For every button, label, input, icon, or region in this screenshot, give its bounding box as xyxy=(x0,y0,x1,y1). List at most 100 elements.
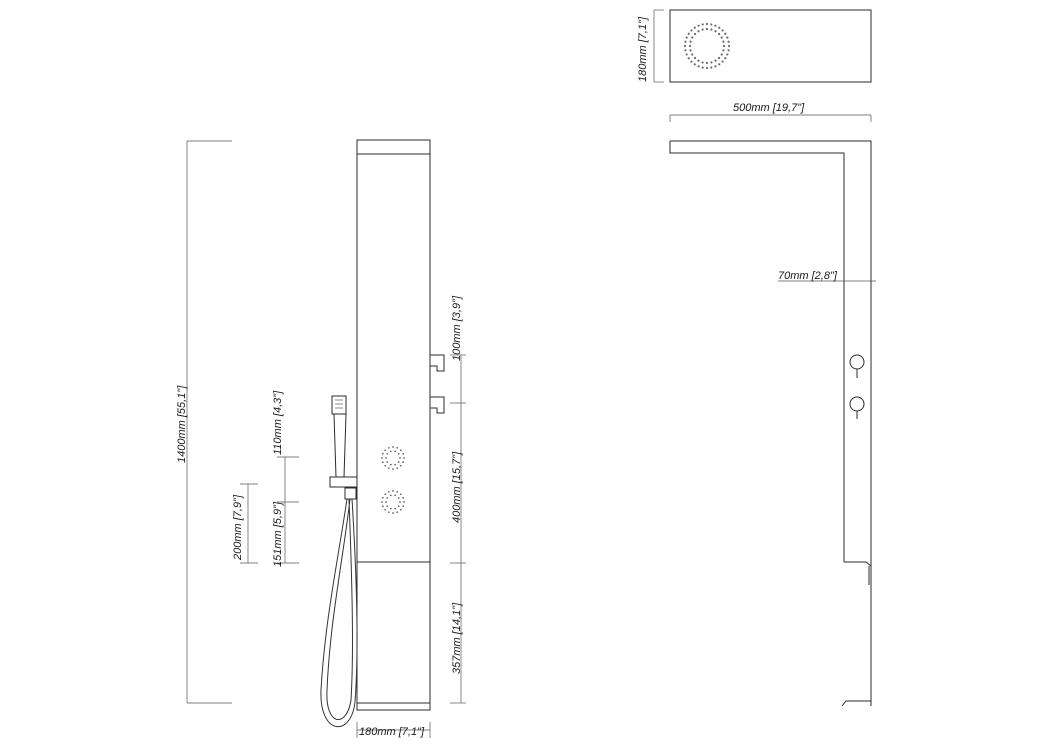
side-view-outline xyxy=(670,140,872,566)
nozzle-dot xyxy=(387,511,390,514)
nozzle-dot xyxy=(386,496,389,499)
nozzle-dot xyxy=(726,36,729,39)
side-valve-upper xyxy=(849,354,865,378)
nozzle-dot xyxy=(392,468,394,470)
nozzle-dot xyxy=(701,66,704,69)
top-view-outline xyxy=(669,9,872,83)
nozzle-dot xyxy=(705,66,709,70)
nozzle-dot xyxy=(387,490,390,493)
nozzle-dot xyxy=(726,53,729,56)
nozzle-dot xyxy=(394,463,397,466)
dim-hand-shower-a: 110mm [4,3"] xyxy=(272,390,284,455)
nozzle-dot xyxy=(690,60,693,63)
nozzle-dot xyxy=(724,57,727,60)
nozzle-dot xyxy=(399,457,401,459)
nozzle-dot xyxy=(697,59,700,62)
body-jet-lower xyxy=(381,490,405,514)
nozzle-dot xyxy=(392,512,394,514)
nozzle-dot xyxy=(689,40,692,43)
dim-hand-shower-c: 200mm [7,9"] xyxy=(232,494,244,561)
nozzle-dot xyxy=(705,27,709,31)
dim-upper-section: 400mm [15,7"] xyxy=(451,451,463,523)
top-rain-nozzles xyxy=(683,22,731,70)
side-view-base xyxy=(841,700,872,707)
nozzle-dot xyxy=(403,457,405,459)
nozzle-dot xyxy=(399,508,402,511)
nozzle-dot xyxy=(386,452,389,455)
nozzle-dot xyxy=(685,53,688,56)
nozzle-dot xyxy=(684,49,687,52)
dim-side-depth: 70mm [2,8"] xyxy=(778,270,838,282)
nozzle-dot xyxy=(399,449,402,452)
nozzle-dot xyxy=(394,507,397,510)
shower-hose xyxy=(320,498,358,728)
nozzle-dot xyxy=(724,32,727,35)
right-dimensions: 100mm [3,9"] 400mm [15,7"] 357mm [14,1"] xyxy=(450,295,466,704)
nozzle-dot xyxy=(396,446,399,449)
top-view: 180mm [7,1"] 500mm [19,7"] xyxy=(637,9,872,122)
nozzle-dot xyxy=(691,36,694,39)
nozzle-dot xyxy=(722,49,725,52)
hose-connector xyxy=(344,487,357,500)
nozzle-dot xyxy=(397,505,400,508)
nozzle-dot xyxy=(687,32,690,35)
nozzle-dot xyxy=(687,57,690,60)
nozzle-dot xyxy=(396,490,399,493)
nozzle-dot xyxy=(403,501,405,503)
nozzle-dot xyxy=(714,59,717,62)
nozzle-dot xyxy=(387,467,390,470)
nozzle-dot xyxy=(381,452,384,455)
nozzle-dot xyxy=(389,507,392,510)
nozzle-dot xyxy=(381,461,384,464)
dim-top-width: 500mm [19,7"] xyxy=(733,102,805,114)
nozzle-dot xyxy=(397,452,400,455)
nozzle-dot xyxy=(714,24,717,27)
nozzle-dot xyxy=(381,501,383,503)
nozzle-dot xyxy=(727,49,730,52)
hand-shower-dimensions: 200mm [7,9"] 110mm [4,3"] 151mm [5,9"] xyxy=(232,390,299,567)
nozzle-dot xyxy=(718,63,721,66)
hand-shower-head xyxy=(331,395,347,415)
nozzle-dot xyxy=(717,32,721,36)
hand-shower-handle xyxy=(333,413,347,478)
nozzle-dot xyxy=(399,464,402,467)
nozzle-dot xyxy=(387,446,390,449)
nozzle-dot xyxy=(384,493,387,496)
nozzle-dot xyxy=(710,66,713,69)
nozzle-dot xyxy=(684,40,687,43)
nozzle-dot xyxy=(693,26,696,29)
nozzle-dot xyxy=(685,36,688,39)
nozzle-dot xyxy=(697,30,700,33)
nozzle-dot xyxy=(718,26,721,29)
nozzle-dot xyxy=(385,457,387,459)
nozzle-dot xyxy=(701,61,704,64)
nozzle-dot xyxy=(710,23,713,26)
nozzle-dot xyxy=(386,505,389,508)
nozzle-dot xyxy=(389,450,392,453)
nozzle-dot xyxy=(697,65,700,68)
dim-hand-shower-b: 151mm [5,9"] xyxy=(272,501,284,567)
nozzle-dot xyxy=(722,40,725,43)
nozzle-dot xyxy=(721,29,724,32)
dim-valve-spacing: 100mm [3,9"] xyxy=(451,295,463,361)
nozzle-dot xyxy=(397,496,400,499)
nozzle-dot xyxy=(381,505,384,508)
nozzle-dot xyxy=(402,505,405,508)
nozzle-dot xyxy=(714,65,717,68)
nozzle-dot xyxy=(727,40,730,43)
hand-shower xyxy=(320,395,358,728)
nozzle-dot xyxy=(720,36,723,39)
nozzle-dot xyxy=(689,49,692,52)
nozzle-dot xyxy=(385,501,387,503)
dim-top-height: 180mm [7,1"] xyxy=(637,16,649,82)
nozzle-dot xyxy=(384,508,387,511)
nozzle-dot xyxy=(705,61,709,65)
front-valve-lower xyxy=(430,396,445,414)
front-panel-outline xyxy=(356,139,431,711)
nozzle-dot xyxy=(693,63,696,66)
nozzle-dot xyxy=(399,493,402,496)
nozzle-dot xyxy=(688,44,692,48)
nozzle-dot xyxy=(701,23,704,26)
hand-shower-holder xyxy=(329,476,358,488)
